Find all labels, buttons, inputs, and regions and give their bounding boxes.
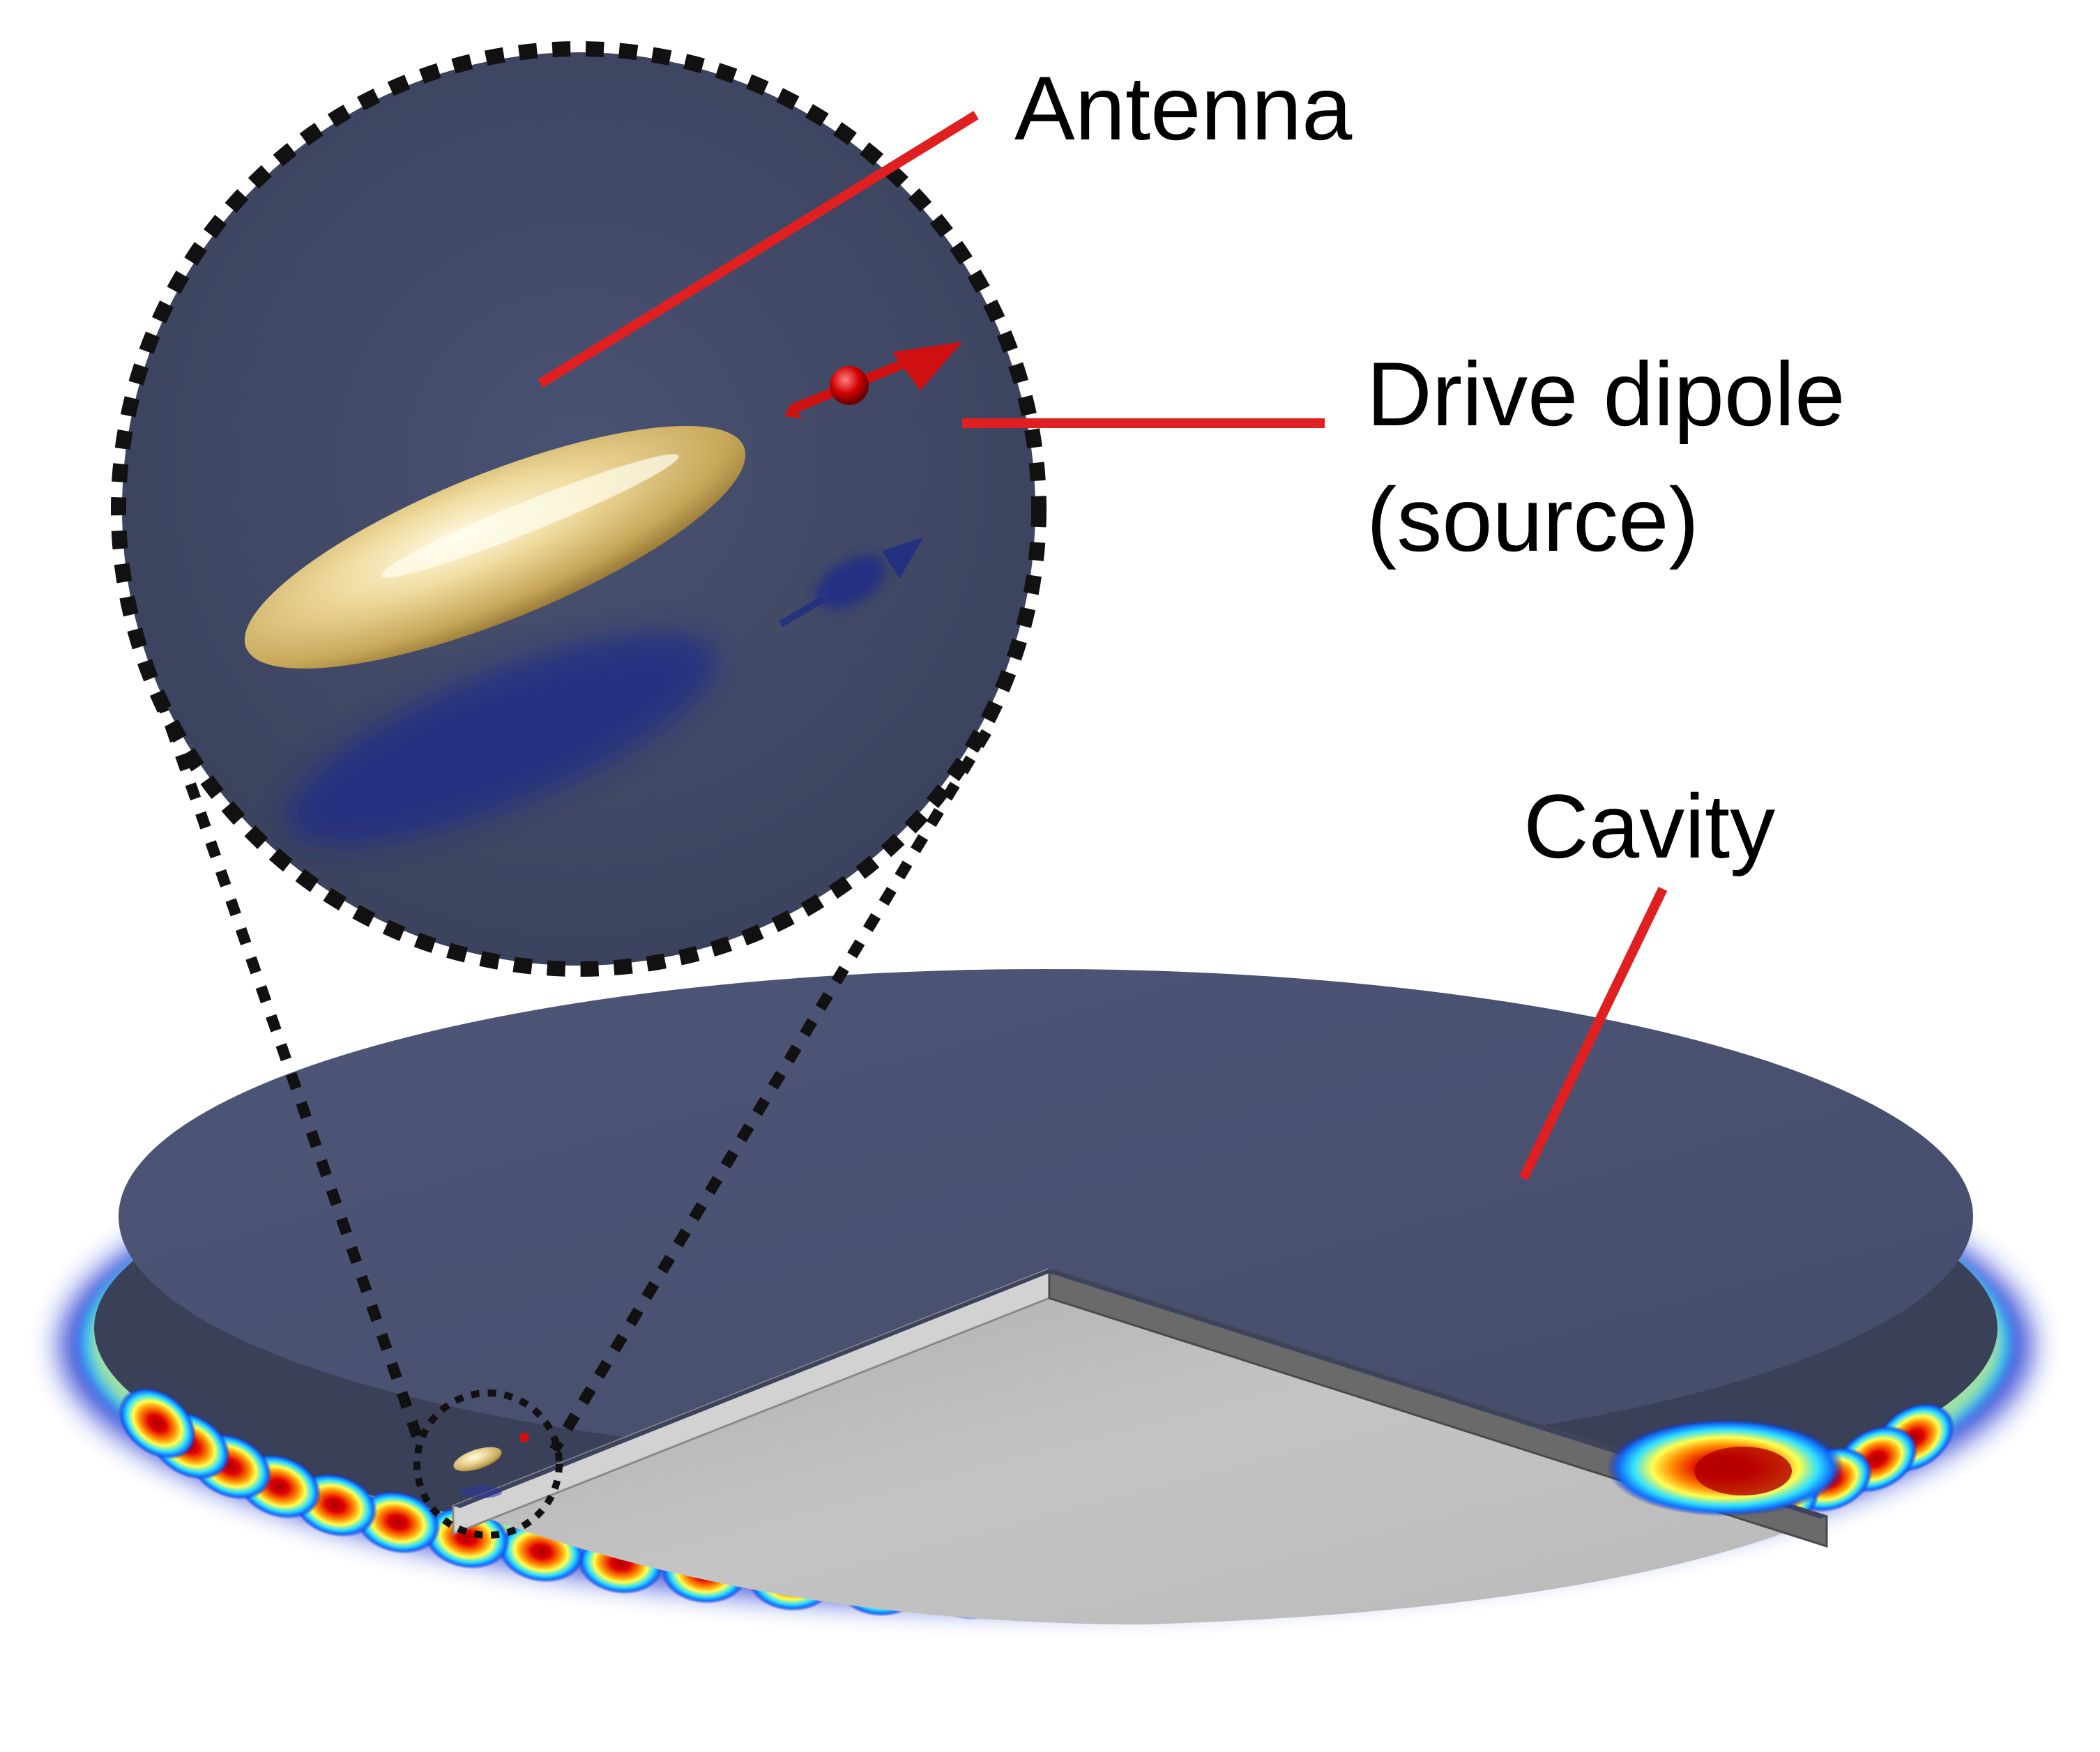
zoom-inset bbox=[111, 41, 1047, 1539]
dipole-ball bbox=[830, 366, 869, 405]
cavity-callout-line bbox=[1519, 886, 1668, 1181]
zoom-source-circle bbox=[413, 1389, 563, 1539]
field-lobe bbox=[118, 1387, 197, 1460]
dipole-arrowhead bbox=[892, 342, 962, 390]
dipole-shadow-head bbox=[882, 537, 924, 579]
mini-antenna-shadow bbox=[460, 1486, 502, 1498]
cavity-label: Cavity bbox=[1523, 775, 1775, 877]
cavity-group bbox=[59, 969, 2032, 1624]
drive-dipole-label-line1: Drive dipole bbox=[1367, 343, 1845, 445]
mini-dipole-icon bbox=[519, 1433, 529, 1442]
antenna-callout-line bbox=[538, 111, 979, 388]
antenna-highlight bbox=[381, 454, 679, 578]
dipole-shadow bbox=[816, 556, 885, 609]
cavity-cut-floor-texture bbox=[453, 1269, 1827, 1624]
mini-antenna-icon bbox=[453, 1447, 502, 1472]
drive-dipole-label-line2: (source) bbox=[1367, 469, 1699, 570]
antenna-shadow bbox=[287, 633, 717, 845]
antenna-label: Antenna bbox=[1014, 57, 1353, 159]
dipole-shadow-tail bbox=[779, 596, 825, 627]
field-hotspot-core bbox=[1694, 1447, 1792, 1495]
red-dipole-arrow bbox=[784, 342, 962, 418]
zoom-connector-left bbox=[155, 695, 427, 1452]
dipole-tail-head bbox=[784, 403, 802, 418]
zoom-disk-border bbox=[111, 41, 1047, 977]
cavity-top-surface bbox=[119, 969, 1973, 1464]
